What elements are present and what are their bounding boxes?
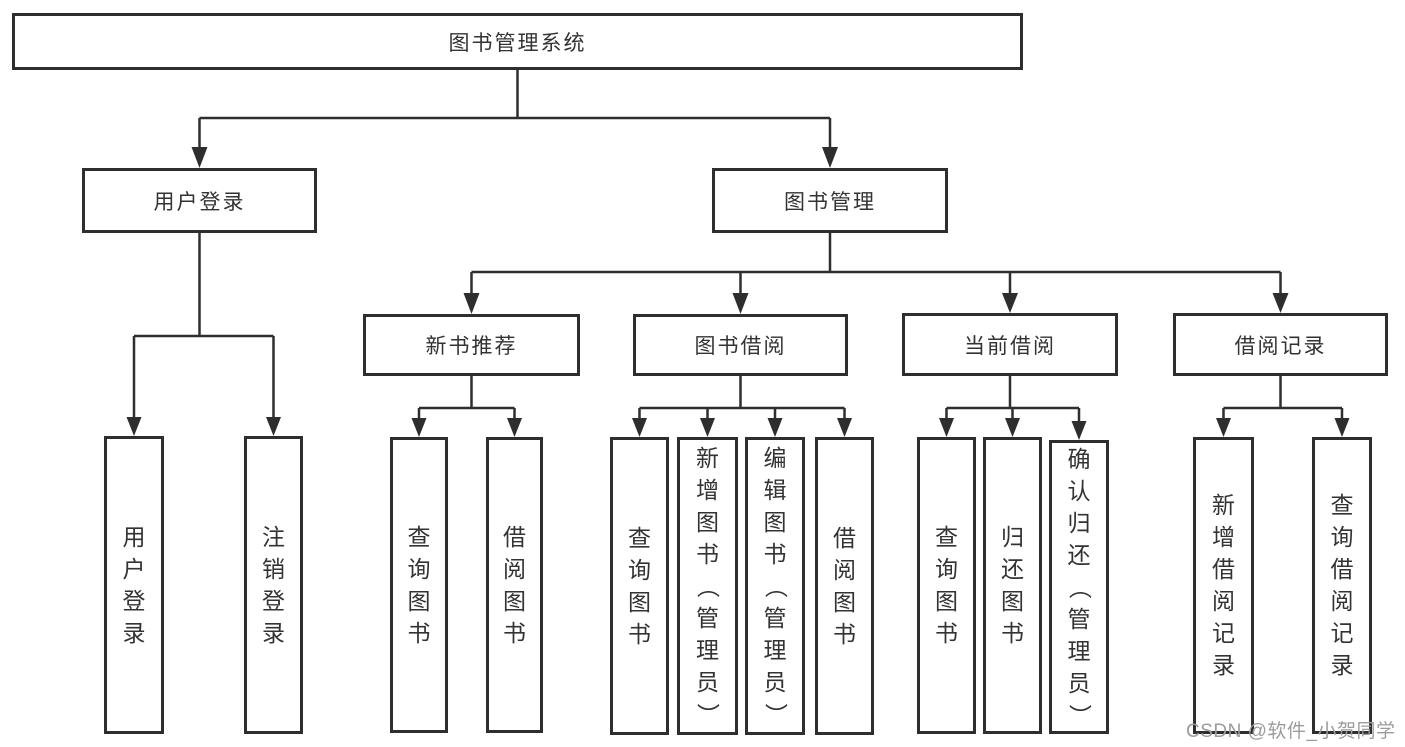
node-label: 新书推荐 bbox=[425, 335, 518, 358]
leaf-label: 查询图书 bbox=[407, 523, 431, 646]
node-label: 图书管理系统 bbox=[448, 31, 587, 55]
leaf-query-books-current: 查询图书 bbox=[917, 437, 976, 734]
leaf-confirm-return-admin: 确认归还（管理员） bbox=[1049, 440, 1109, 734]
leaf-add-borrow-record: 新增借阅记录 bbox=[1193, 437, 1254, 734]
leaf-borrow-books: 借阅图书 bbox=[815, 437, 874, 735]
csdn-watermark: CSDN @软件_小贺同学 bbox=[1186, 721, 1396, 742]
node-label: 借阅记录 bbox=[1234, 334, 1327, 358]
leaf-label: 新增借阅记录 bbox=[1212, 492, 1235, 678]
leaf-return-books: 归还图书 bbox=[983, 437, 1042, 734]
leaf-label: 查询借阅记录 bbox=[1330, 492, 1354, 678]
leaf-label: 归还图书 bbox=[1001, 524, 1024, 646]
leaf-label: 注销登录 bbox=[262, 523, 285, 646]
node-label: 用户登录 bbox=[153, 190, 246, 214]
node-borrowing-records: 借阅记录 bbox=[1173, 313, 1388, 376]
node-label: 图书管理 bbox=[784, 190, 876, 214]
leaf-add-books-admin: 新增图书（管理员） bbox=[677, 437, 738, 735]
node-current-borrowing: 当前借阅 bbox=[902, 313, 1118, 376]
node-book-management: 图书管理 bbox=[712, 168, 948, 233]
node-label: 图书借阅 bbox=[694, 335, 787, 358]
leaf-label: 查询图书 bbox=[935, 524, 958, 646]
node-book-borrowing: 图书借阅 bbox=[633, 314, 848, 376]
leaf-query-books-borrowing: 查询图书 bbox=[610, 437, 669, 735]
leaf-label: 用户登录 bbox=[122, 523, 146, 646]
leaf-label: 编辑图书（管理员） bbox=[762, 444, 789, 726]
leaf-label: 借阅图书 bbox=[833, 524, 856, 647]
node-new-book-recommend: 新书推荐 bbox=[363, 314, 580, 376]
leaf-user-login: 用户登录 bbox=[104, 436, 164, 734]
leaf-label: 查询图书 bbox=[628, 524, 651, 647]
node-user-login: 用户登录 bbox=[82, 168, 317, 233]
leaf-query-books-recommend: 查询图书 bbox=[390, 437, 448, 733]
leaf-query-borrow-record: 查询借阅记录 bbox=[1312, 437, 1372, 734]
leaf-label: 新增图书（管理员） bbox=[695, 444, 721, 726]
leaf-label: 确认归还（管理员） bbox=[1066, 445, 1093, 727]
leaf-edit-books-admin: 编辑图书（管理员） bbox=[745, 437, 805, 735]
node-library-management-system: 图书管理系统 bbox=[12, 13, 1023, 70]
leaf-logout: 注销登录 bbox=[244, 436, 303, 734]
leaf-borrow-books-recommend: 借阅图书 bbox=[486, 437, 543, 733]
leaf-label: 借阅图书 bbox=[503, 523, 526, 646]
arrowheads bbox=[126, 147, 1350, 440]
node-label: 当前借阅 bbox=[964, 334, 1056, 358]
